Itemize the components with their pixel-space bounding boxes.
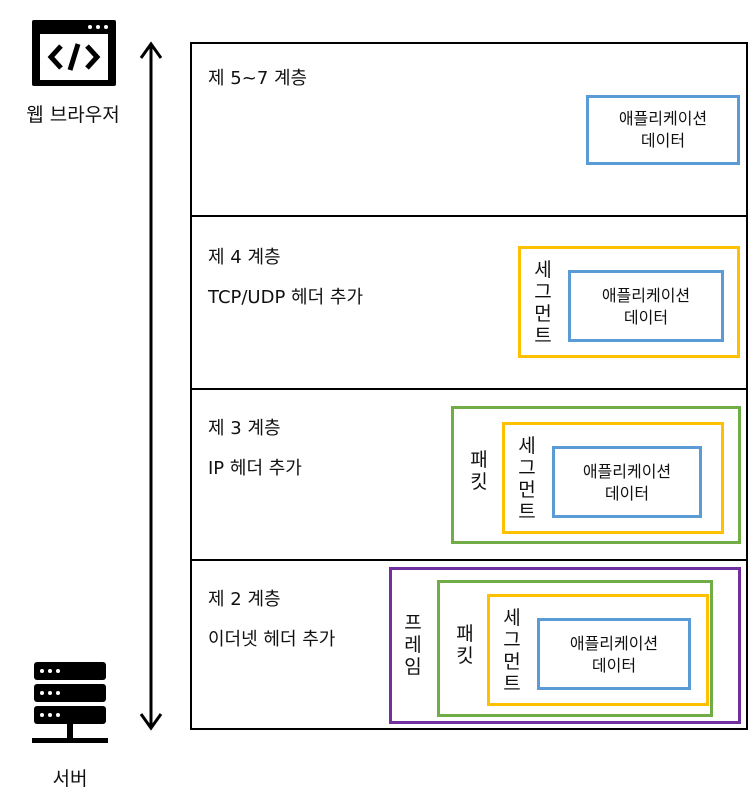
data-line-2: 데이터 bbox=[604, 484, 650, 503]
data-line-1: 애플리케이션 bbox=[569, 634, 659, 653]
application-data-box: 애플리케이션 데이터 bbox=[568, 270, 724, 342]
browser-label: 웹 브라우저 bbox=[26, 104, 120, 126]
data-line-2: 데이터 bbox=[623, 308, 669, 327]
layer-3-subtitle: IP 헤더 추가 bbox=[208, 458, 302, 479]
layer-4-title: 제 4 계층 bbox=[208, 247, 281, 268]
double-arrow-icon bbox=[139, 41, 163, 731]
application-data-box: 애플리케이션 데이터 bbox=[552, 446, 702, 518]
data-line-1: 애플리케이션 bbox=[601, 286, 691, 305]
layer-2-title: 제 2 계층 bbox=[208, 589, 281, 610]
application-data-box: 애플리케이션 데이터 bbox=[586, 95, 740, 165]
server-label: 서버 bbox=[52, 768, 88, 790]
layer-4-subtitle: TCP/UDP 헤더 추가 bbox=[208, 287, 364, 308]
layer-2-subtitle: 이더넷 헤더 추가 bbox=[208, 629, 336, 650]
layer-5-7: 제 5~7 계층 애플리케이션 데이터 bbox=[192, 44, 746, 215]
data-line-2: 데이터 bbox=[591, 656, 637, 675]
layer-diagram: 제 5~7 계층 애플리케이션 데이터 제 4 계층 TCP/UDP 헤더 추가… bbox=[190, 42, 748, 730]
code-window-icon bbox=[32, 20, 116, 86]
application-data-box: 애플리케이션 데이터 bbox=[537, 618, 691, 690]
layer-5-7-title: 제 5~7 계층 bbox=[208, 68, 308, 89]
data-line-2: 데이터 bbox=[640, 131, 686, 150]
data-line-1: 애플리케이션 bbox=[582, 462, 672, 481]
server-icon bbox=[32, 662, 108, 743]
data-line-1: 애플리케이션 bbox=[618, 109, 708, 128]
layer-3-title: 제 3 계층 bbox=[208, 418, 281, 439]
